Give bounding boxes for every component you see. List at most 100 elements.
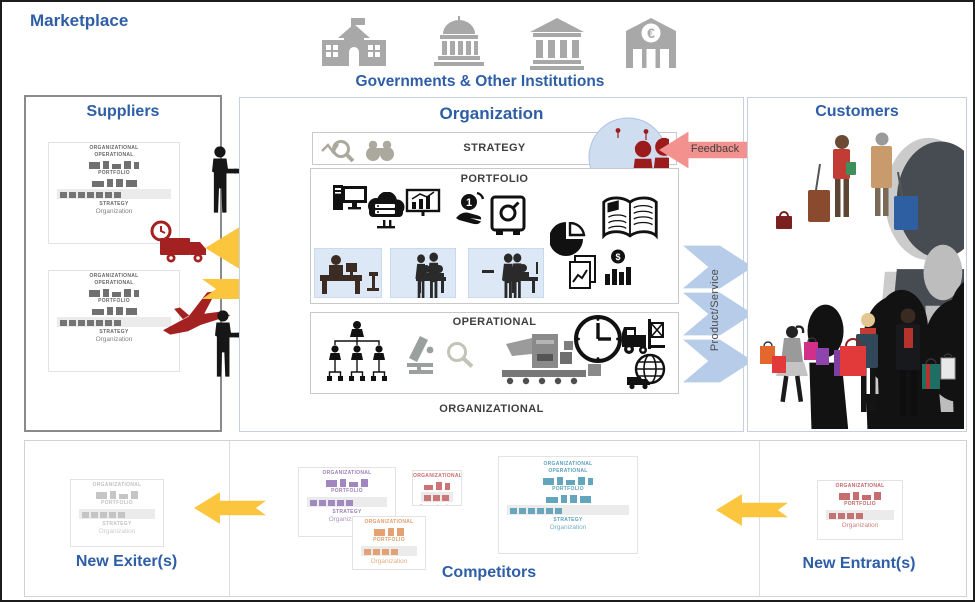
organization-title: Organization [439, 104, 544, 123]
mini-organizational-label: ORGANIZATIONAL [413, 473, 462, 479]
mini-operational-label: OPERATIONAL [94, 152, 134, 158]
delivery-truck-clock-icon [146, 220, 212, 266]
feedback-arrow [659, 130, 751, 170]
mini-team-strip [57, 317, 171, 327]
office-work-thumbnail [314, 248, 382, 298]
competitor-organization-thumbnail: ORGANIZATIONAL Organization [412, 470, 462, 506]
competitor-organization-thumbnail: ORGANIZATIONAL PORTFOLIO STRATEGY Organi… [298, 467, 396, 537]
binoculars-icon [364, 138, 396, 162]
mini-strategy-label: STRATEGY [99, 201, 129, 207]
mini-operational-icons [77, 490, 157, 499]
forklift-icon [620, 317, 666, 355]
presentation-chart-icon [404, 188, 442, 218]
new-entrant-organization-thumbnail: ORGANIZATIONAL PORTFOLIO Organization [817, 480, 903, 540]
mini-team-strip [79, 509, 155, 519]
product-service-arrow [683, 243, 753, 291]
product-service-arrow [683, 337, 753, 385]
marketplace-title: Marketplace [30, 11, 129, 30]
new-exiters-label: New Exiter(s) [75, 553, 178, 570]
mini-organization-caption: Organization [370, 558, 408, 565]
org-hierarchy-icon [325, 320, 389, 388]
bottom-row-box [24, 440, 967, 597]
strategy-label: STRATEGY [463, 142, 526, 154]
report-icon [568, 254, 598, 290]
globe-truck-icon [626, 353, 666, 391]
mini-team-strip [421, 492, 453, 502]
mini-portfolio-icons [55, 306, 173, 315]
capitol-icon [428, 16, 490, 70]
customers-title: Customers [815, 103, 899, 120]
euro-bank-icon: € [624, 16, 678, 70]
svg-text:1: 1 [466, 197, 472, 209]
mini-portfolio-label: PORTFOLIO [101, 500, 133, 506]
mini-operational-icons [55, 160, 173, 169]
mini-organizational-label: ORGANIZATIONAL [364, 519, 414, 525]
mini-organization-caption: Organization [413, 504, 461, 505]
mini-team-strip [57, 189, 171, 199]
bottom-divider [229, 441, 230, 596]
mini-team-strip [826, 510, 894, 520]
bank-columns-icon [528, 16, 586, 70]
mini-strategy-label: STRATEGY [553, 517, 583, 523]
supplier-organization-thumbnail: ORGANIZATIONAL OPERATIONAL PORTFOLIO STR… [48, 270, 180, 372]
bottom-divider [759, 441, 760, 596]
mini-organization-caption: Organization [328, 516, 366, 523]
supplier-organization-thumbnail: ORGANIZATIONAL OPERATIONAL PORTFOLIO STR… [48, 142, 180, 244]
operational-label: OPERATIONAL [452, 316, 537, 328]
competitor-organization-thumbnail: ORGANIZATIONAL PORTFOLIO Organization [352, 516, 426, 570]
mini-strategy-label: STRATEGY [102, 521, 132, 527]
mini-organizational-label: ORGANIZATIONAL [322, 470, 372, 476]
open-book-icon [600, 193, 660, 245]
coin-hand-icon: 1 [454, 191, 486, 226]
mini-organization-caption: Organization [95, 208, 133, 215]
svg-text:€: € [647, 25, 655, 41]
competitor-organization-thumbnail: ORGANIZATIONAL OPERATIONAL PORTFOLIO STR… [498, 456, 638, 554]
business-deal-thumbnail [468, 248, 544, 298]
mini-portfolio-label: PORTFOLIO [552, 486, 584, 492]
mini-portfolio-label: PORTFOLIO [98, 170, 130, 176]
trend-magnifier-icon [320, 137, 356, 163]
mini-portfolio-label: PORTFOLIO [98, 298, 130, 304]
mini-organizational-label: ORGANIZATIONAL [89, 145, 139, 151]
entry-arrow [716, 486, 788, 534]
mini-portfolio-label: PORTFOLIO [331, 488, 363, 494]
revenue-bars-icon: $ [604, 249, 632, 286]
mini-organizational-label: ORGANIZATIONAL [835, 483, 885, 489]
mini-organization-caption: Organization [95, 336, 133, 343]
mini-portfolio-icons [55, 178, 173, 187]
mini-operational-icons [824, 491, 896, 500]
government-icons-row: € [318, 14, 676, 70]
production-line-icon [502, 326, 606, 390]
cargo-plane-icon [153, 280, 237, 348]
mini-portfolio-icons [505, 494, 631, 503]
mini-operational-icons [55, 288, 173, 297]
portfolio-label: PORTFOLIO [460, 173, 529, 185]
new-entrants-label: New Entrant(s) [802, 555, 916, 572]
suppliers-title: Suppliers [86, 103, 160, 120]
feedback-label: Feedback [690, 143, 740, 155]
customers-illustration [750, 124, 964, 429]
microscope-icon [404, 334, 442, 376]
competitors-label: Competitors [441, 564, 537, 581]
school-icon [318, 16, 390, 70]
workstation-icon [333, 184, 367, 214]
mini-strategy-label: STRATEGY [99, 329, 129, 335]
mini-operational-icons [359, 527, 419, 536]
mini-team-strip [307, 497, 387, 507]
search-icon [445, 341, 475, 369]
mini-strategy-label: STRATEGY [332, 509, 362, 515]
mini-operational-icons [505, 476, 631, 485]
organizational-label: ORGANIZATIONAL [439, 403, 544, 415]
safe-icon [490, 195, 526, 237]
mini-portfolio-label: PORTFOLIO [373, 537, 405, 543]
mini-organizational-label: ORGANIZATIONAL [89, 273, 139, 279]
clock-icon [572, 313, 624, 365]
team-meeting-thumbnail [390, 248, 456, 298]
mini-operational-label: OPERATIONAL [94, 280, 134, 286]
mini-operational-label: OPERATIONAL [548, 468, 588, 474]
mini-organizational-label: ORGANIZATIONAL [543, 461, 593, 467]
cloud-server-icon [362, 192, 408, 232]
mini-organizational-label: ORGANIZATIONAL [92, 482, 142, 488]
pie-chart-icon [550, 222, 586, 256]
